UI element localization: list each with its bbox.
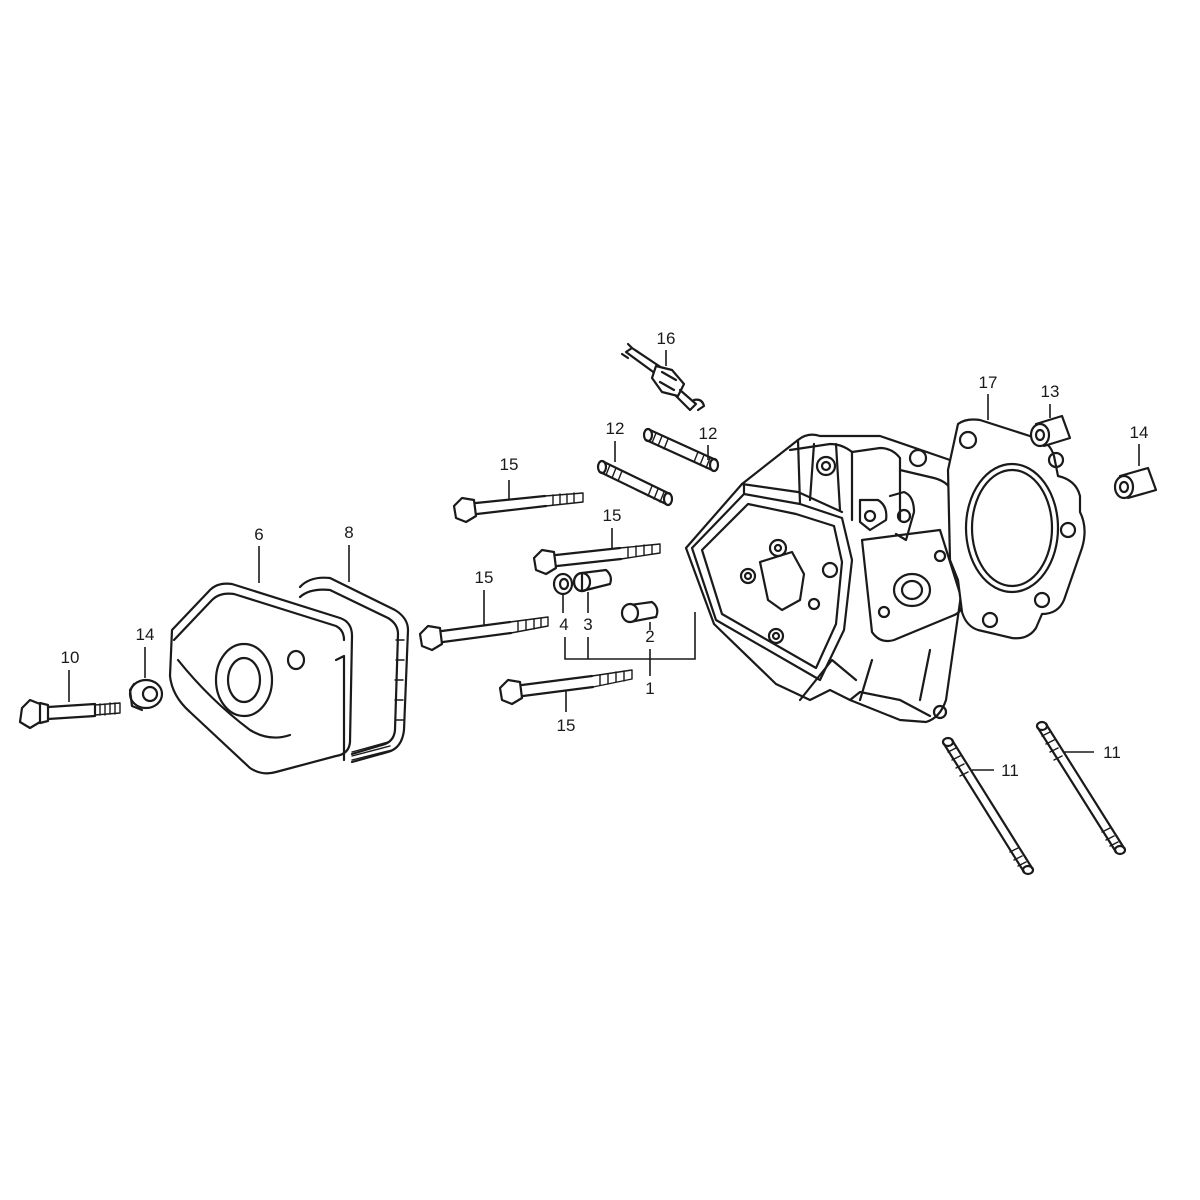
callout-15-bottom: 15 — [557, 716, 576, 735]
callout-16: 16 — [657, 329, 676, 348]
callout-12-left: 12 — [606, 419, 625, 438]
callout-14-right: 14 — [1130, 423, 1149, 442]
part-14-dowel-pin-2 — [1113, 466, 1158, 500]
part-3-valve-guide — [572, 568, 612, 593]
callout-10: 10 — [61, 648, 80, 667]
part-12-stud-right — [642, 427, 720, 473]
callout-14-left: 13 — [1041, 382, 1060, 401]
callout-13: 14 — [136, 625, 155, 644]
part-15-bolt-mid — [532, 543, 661, 576]
callout-15-top: 15 — [500, 455, 519, 474]
part-8-gasket — [298, 576, 410, 764]
callout-6: 6 — [254, 525, 263, 544]
callout-3: 3 — [583, 615, 592, 634]
part-17-head-gasket — [946, 418, 1086, 640]
part-1-cylinder-head — [684, 433, 968, 724]
part-15-bolt-bottom — [498, 669, 633, 706]
callout-15-mid: 15 — [603, 506, 622, 525]
part-15-bolt-left — [418, 616, 549, 652]
part-14-dowel-pin-1 — [1029, 414, 1072, 448]
part-15-bolt-top — [452, 492, 584, 524]
part-4-oring — [552, 572, 574, 596]
part-2-valve-guide — [620, 600, 659, 624]
callout-12-right: 12 — [699, 424, 718, 443]
callout-8: 8 — [344, 523, 353, 542]
callout-1: 1 — [645, 679, 654, 698]
part-11-stud-right — [1035, 720, 1127, 856]
part-10-flange-bolt — [18, 698, 121, 730]
part-16-spark-plug — [620, 342, 706, 412]
callout-2: 2 — [645, 627, 654, 646]
callout-15-left: 15 — [475, 568, 494, 587]
callout-4: 4 — [559, 615, 568, 634]
callout-11-right: 11 — [1103, 743, 1121, 762]
part-6-head-cover — [168, 582, 354, 775]
part-12-stud-left — [596, 459, 674, 507]
callout-17: 17 — [979, 373, 998, 392]
callout-11-left: 11 — [1001, 761, 1019, 780]
part-11-stud-left — [941, 736, 1035, 876]
part-13-washer — [128, 678, 164, 712]
